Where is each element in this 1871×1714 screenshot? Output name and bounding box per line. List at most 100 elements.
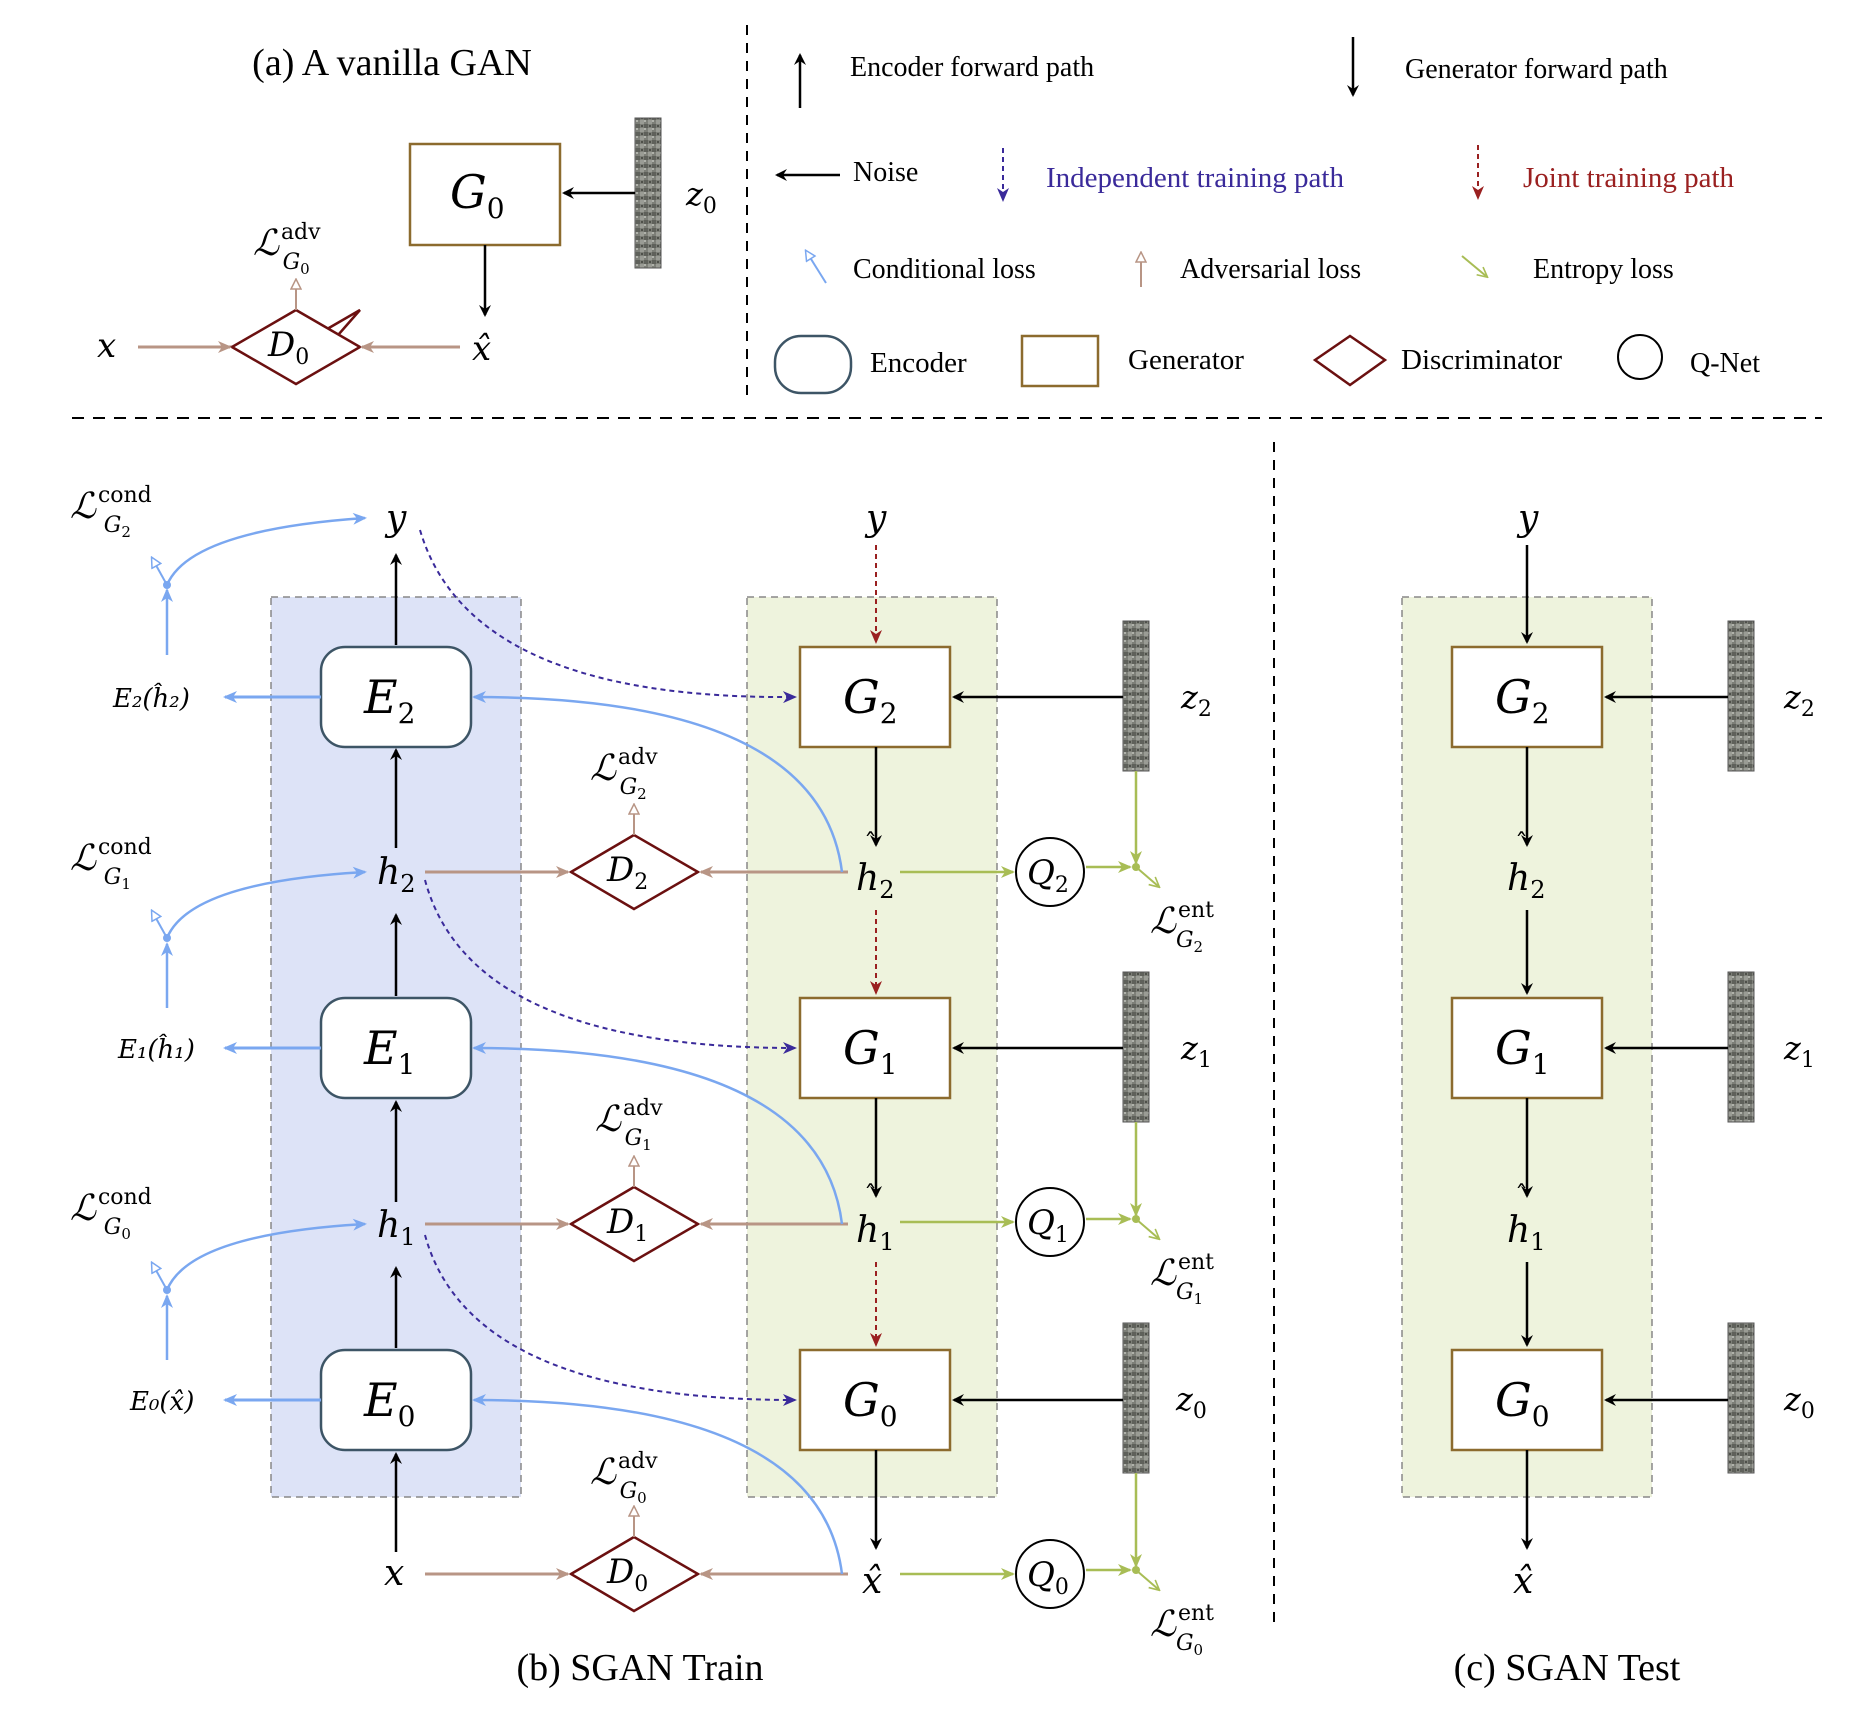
z0-label: z0 [1175, 1380, 1207, 1424]
train-h2-left: h2 [377, 852, 415, 898]
vanilla-xhat-label: x̂ [472, 329, 491, 369]
svg-text:z2: z2 [1783, 678, 1815, 722]
h1-to-g0-independent [424, 1234, 797, 1406]
g2-label: G2 [843, 670, 898, 730]
legend-encoder: Encoder [870, 347, 967, 379]
discriminator-d1 [568, 1185, 701, 1263]
e0-label: E0 [363, 1373, 415, 1433]
svg-text:G0: G0 [1495, 1373, 1550, 1433]
legend: Encoder forward path Generator forward p… [773, 37, 1760, 395]
vanilla-generator-label: G0 [450, 165, 505, 225]
encoder-shape-icon [773, 334, 853, 395]
svg-text:ˆ: ˆ [1515, 1181, 1528, 1211]
legend-joint: Joint training path [1523, 162, 1735, 194]
e1-out-label: E₁(ĥ₁) [117, 1033, 195, 1065]
y-to-g2-independent [419, 529, 797, 704]
g1-label: G1 [843, 1021, 898, 1081]
vanilla-z0-label: z0 [685, 175, 717, 219]
svg-text:Q1: Q1 [1027, 1203, 1069, 1248]
e1-label: E1 [363, 1021, 415, 1081]
legend-adv-loss: Adversarial loss [1180, 254, 1361, 285]
test-generator-g1 [1450, 996, 1604, 1100]
svg-text:ˆ: ˆ [864, 829, 877, 859]
dividers [72, 25, 1822, 1622]
caption-train: (b) SGAN Train [516, 1647, 763, 1689]
legend-ent-loss: Entropy loss [1533, 254, 1674, 285]
discriminator-d2 [568, 833, 701, 911]
sgan-test-panel: y G2 G1 G0 h2 ˆ h1 ˆ x̂ z2 z1 z0 (c) SGA… [1401, 498, 1815, 1689]
g0-label: G0 [843, 1373, 898, 1433]
qnet-q0 [1015, 1539, 1085, 1609]
noise-z0 [1122, 1322, 1150, 1474]
h1hat-to-e1 [472, 1042, 844, 1225]
conditional-loss-icon [806, 251, 827, 284]
train-h2hat: h2 [856, 858, 894, 904]
legend-independent: Independent training path [1046, 162, 1344, 194]
test-xhat: x̂ [1513, 1561, 1533, 1602]
train-h1hat: h1 [856, 1210, 894, 1256]
legend-qnet: Q-Net [1690, 348, 1760, 379]
svg-text:G2: G2 [1495, 670, 1550, 730]
train-xhat: x̂ [862, 1561, 882, 1602]
entropy-loss-icon [1461, 255, 1486, 276]
qnet-q1 [1015, 1187, 1085, 1257]
noise-z2 [1122, 620, 1150, 772]
xhat-to-e0 [472, 1394, 844, 1575]
e2-out-label: E₂(ĥ₂) [112, 682, 190, 714]
legend-encoder-forward: Encoder forward path [850, 52, 1094, 83]
legend-discriminator: Discriminator [1401, 344, 1562, 376]
caption-test: (c) SGAN Test [1454, 1647, 1681, 1689]
generator-g2 [798, 645, 952, 749]
test-noise-z2 [1727, 620, 1755, 772]
test-h2hat: h2 [1507, 858, 1545, 904]
h2-to-g1-independent [424, 879, 797, 1054]
legend-noise: Noise [853, 157, 918, 188]
discriminator-d0 [568, 1535, 701, 1613]
vanilla-d0-label: D0 [267, 325, 309, 370]
svg-text:z1: z1 [1783, 1029, 1815, 1073]
test-y-label: y [1516, 498, 1539, 539]
e0-out-label: E₀(x̂) [129, 1387, 194, 1417]
generator-g0 [798, 1348, 952, 1452]
generator-shape-icon [1020, 334, 1100, 388]
z1-label: z1 [1180, 1029, 1212, 1073]
train-h1-left: h1 [377, 1205, 415, 1251]
qnet-shape-icon [1617, 334, 1663, 380]
train-y-left: y [384, 498, 407, 539]
svg-text:ˆ: ˆ [864, 1181, 877, 1211]
svg-text:G1: G1 [1495, 1021, 1550, 1081]
test-generator-g0 [1450, 1348, 1604, 1452]
svg-text:ˆ: ˆ [1515, 829, 1528, 859]
test-noise-z0 [1727, 1322, 1755, 1474]
caption-vanilla: (a) A vanilla GAN [252, 42, 532, 84]
svg-text:z0: z0 [1783, 1380, 1815, 1424]
svg-text:D1: D1 [606, 1202, 648, 1247]
test-h1hat: h1 [1507, 1210, 1545, 1256]
sgan-train-panel: E2 E1 E0 y h2 h1 x E₂(ĥ₂) E₁(ĥ₁) E₀(x̂) … [70, 483, 1214, 1689]
svg-text:D0: D0 [606, 1552, 648, 1597]
svg-text:Q0: Q0 [1027, 1555, 1069, 1600]
discriminator-shape-icon [1312, 334, 1388, 387]
vanilla-x-label: x [97, 326, 116, 366]
noise-z1 [1122, 971, 1150, 1123]
legend-cond-loss: Conditional loss [853, 254, 1036, 285]
legend-generator-forward: Generator forward path [1405, 54, 1668, 85]
z2-label: z2 [1180, 678, 1212, 722]
test-noise-z1 [1727, 971, 1755, 1123]
train-y-right: y [864, 498, 887, 539]
vanilla-noise-z0 [634, 117, 662, 269]
